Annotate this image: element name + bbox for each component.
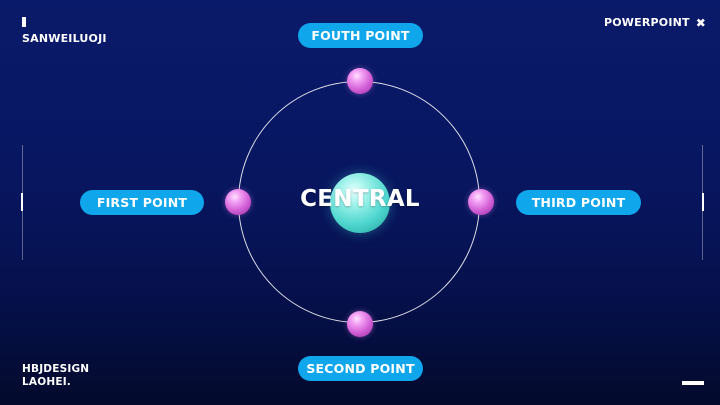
footer-credit: HBJDESIGN LAOHEI. bbox=[22, 363, 89, 389]
central-ball bbox=[330, 173, 390, 233]
footer-line-1: HBJDESIGN bbox=[22, 363, 90, 375]
fourth-point-pill[interactable]: FOUTH POINT bbox=[298, 23, 423, 48]
right-side-mark bbox=[702, 193, 704, 211]
brand: SANWEILUOJI bbox=[22, 17, 107, 45]
close-icon: ✖ bbox=[695, 15, 706, 30]
powerpoint-label: POWERPOINT bbox=[603, 16, 690, 29]
brand-name: SANWEILUOJI bbox=[22, 32, 107, 45]
third-point-pill[interactable]: THIRD POINT bbox=[516, 190, 641, 215]
bottom-orbit-ball bbox=[347, 311, 373, 337]
second-point-pill[interactable]: SECOND POINT bbox=[298, 356, 423, 381]
left-orbit-ball bbox=[225, 189, 251, 215]
central-label: CENTRAL bbox=[300, 186, 420, 212]
first-point-pill[interactable]: FIRST POINT bbox=[80, 190, 204, 215]
bottom-right-dash bbox=[682, 381, 704, 385]
top-right-label: POWERPOINT ✖ bbox=[604, 16, 706, 29]
footer-line-2: LAOHEI. bbox=[22, 376, 71, 388]
top-orbit-ball bbox=[347, 68, 373, 94]
right-orbit-ball bbox=[468, 189, 494, 215]
left-side-mark bbox=[21, 193, 23, 211]
brand-bar bbox=[22, 17, 26, 27]
